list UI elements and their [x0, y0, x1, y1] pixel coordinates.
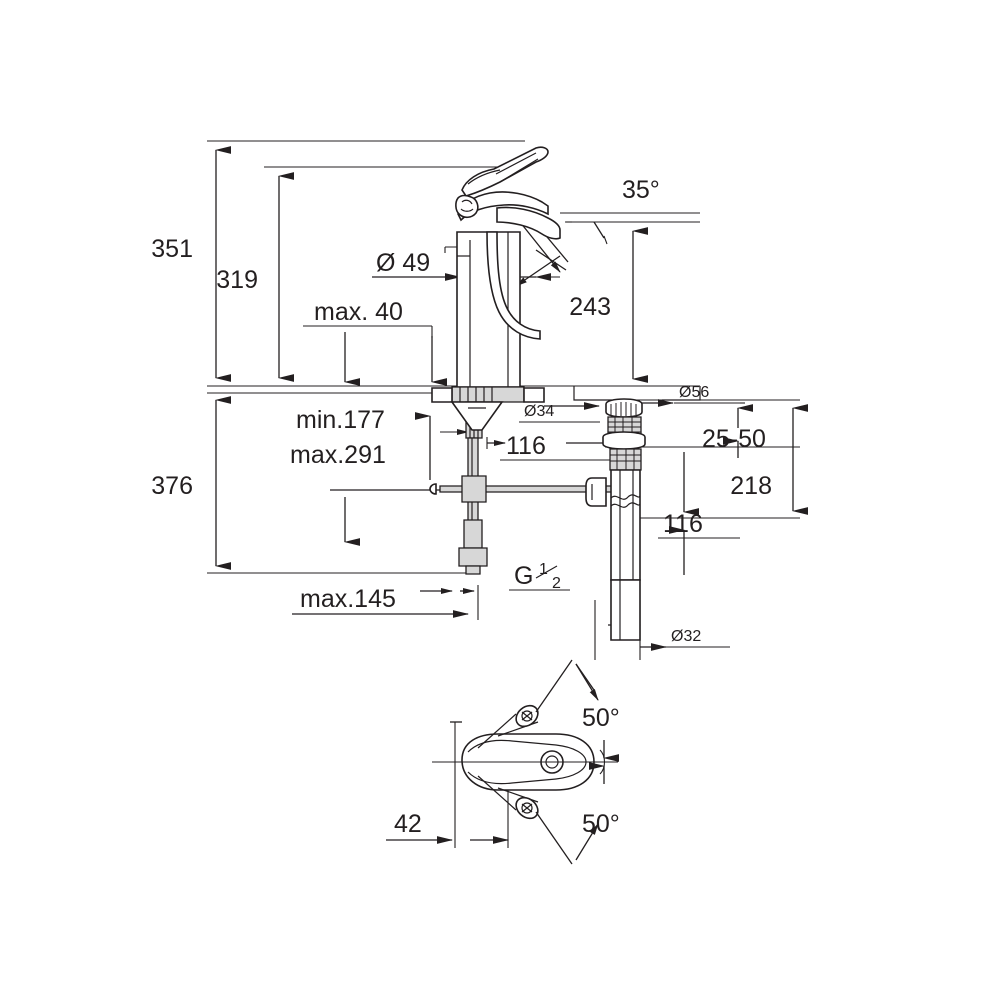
dimension-42: 42	[386, 721, 509, 848]
dimension-d49-label: Ø 49	[376, 249, 430, 277]
extension-lines-main	[207, 140, 800, 574]
dimension-376-label: 376	[151, 472, 193, 500]
dimension-116-left-label: 116	[506, 432, 546, 460]
dimension-243-label: 243	[569, 293, 611, 321]
handle-swivel-detail-view	[432, 659, 619, 865]
dimension-351: 351	[151, 146, 231, 382]
dimension-116-left: 116	[486, 432, 621, 461]
dimension-351-label: 351	[151, 235, 193, 263]
dimension-218-label: 218	[730, 472, 772, 500]
dimension-116-right: 116	[648, 446, 740, 575]
dimension-116-right-label: 116	[663, 510, 703, 538]
dimension-2550-label: 25-50	[702, 425, 766, 453]
dimension-max40-label: max. 40	[314, 298, 403, 326]
note-max291-label: max.291	[290, 441, 386, 469]
dimension-243: 243	[569, 227, 648, 383]
dimension-50deg-bottom-label: 50°	[582, 810, 620, 838]
dimension-d34-label: Ø34	[524, 403, 554, 420]
dimension-50-deg-top: 50°	[582, 704, 620, 732]
dimension-319-label: 319	[216, 266, 258, 294]
callout-g-label: G	[514, 562, 533, 590]
dimension-50deg-top-label: 50°	[582, 704, 620, 732]
dimension-376: 376	[151, 396, 231, 570]
dimension-218: 218	[730, 404, 808, 515]
note-min177-max291: min.177 max.291	[290, 406, 469, 546]
callout-g-half: G 1 2	[509, 561, 570, 592]
dimension-max145-label: max.145	[300, 585, 396, 613]
faucet-body-elevation	[429, 146, 615, 575]
dimension-d56-label: Ø56	[679, 384, 709, 401]
note-min177-label: min.177	[296, 406, 385, 434]
dimension-diameter-49: Ø 49	[372, 246, 560, 281]
dimension-319: 319	[216, 172, 294, 382]
dimension-max-145: max.145	[292, 585, 479, 620]
pop-up-waste-assembly	[573, 386, 701, 641]
callout-g-denominator: 2	[552, 575, 561, 592]
dimension-d32-label: Ø32	[671, 628, 701, 645]
dimension-25-50: 25-50	[702, 404, 766, 458]
dimension-42-label: 42	[394, 810, 422, 838]
dimension-35deg-label: 35°	[622, 176, 660, 204]
callout-g-numerator: 1	[539, 561, 548, 578]
dimension-50-deg-bottom: 50°	[582, 810, 620, 838]
dimension-35-deg: 35°	[515, 176, 700, 287]
dimension-diameter-56: Ø56	[622, 384, 745, 407]
dimension-max-40: max. 40	[303, 298, 447, 386]
